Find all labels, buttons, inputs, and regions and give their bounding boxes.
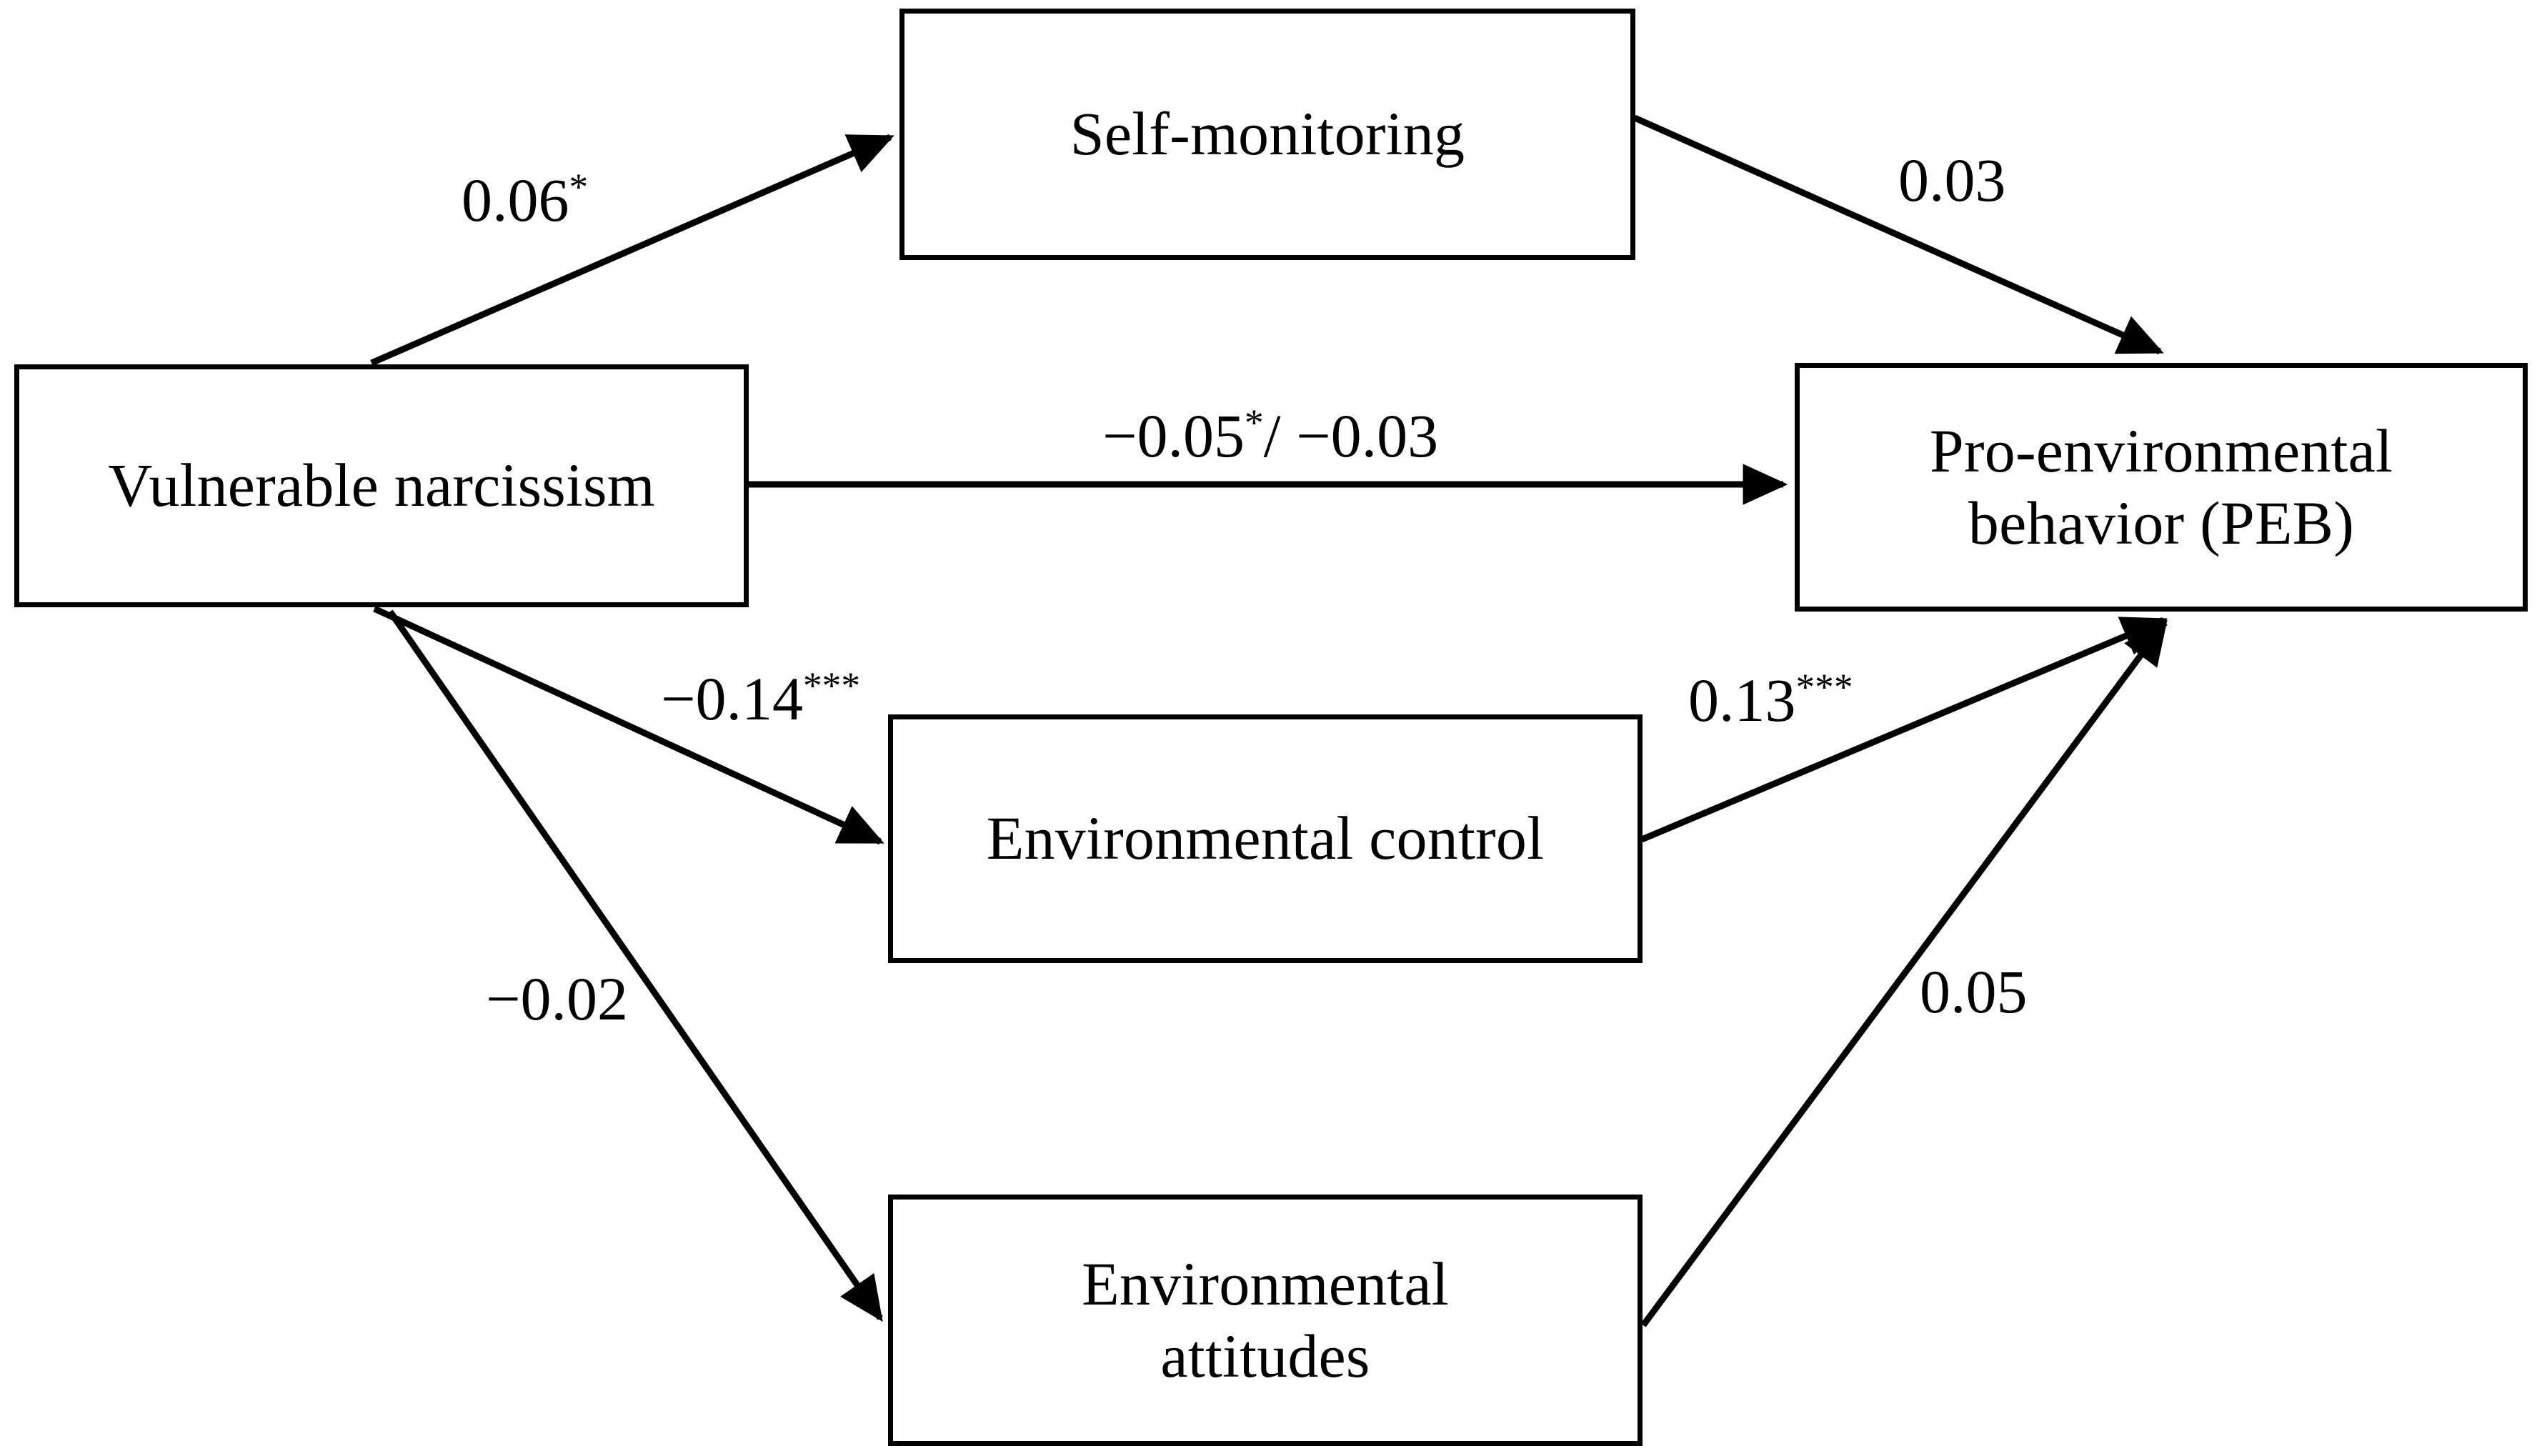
node-vulnerable-narcissism[interactable]: Vulnerable narcissism	[14, 364, 749, 607]
edge-label-vn-to-peb-direct-significance: *	[1245, 401, 1264, 444]
edge-label-vn-to-ec-value: −0.14	[661, 664, 804, 733]
edge-label-vn-to-peb-direct-value1: −0.05	[1102, 402, 1245, 470]
node-environmental-control[interactable]: Environmental control	[888, 714, 1643, 963]
node-label-peb-line1: Pro-environmental	[1929, 416, 2393, 485]
node-label-self-monitoring: Self-monitoring	[1070, 99, 1465, 169]
edge-ec-to-peb	[1640, 617, 2168, 843]
edge-label-ea-to-peb: 0.05	[1920, 956, 2028, 1027]
edge-label-sm-to-peb-value: 0.03	[1898, 146, 2006, 214]
edge-vn-to-sm	[370, 134, 894, 367]
node-label-environmental-attitudes-line1: Environmental	[1082, 1249, 1449, 1318]
edge-label-vn-to-peb-direct-value2: / −0.03	[1263, 402, 1439, 470]
edge-label-vn-to-sm-value: 0.06	[462, 166, 569, 234]
edge-label-vn-to-peb-direct: −0.05*/ −0.03	[1102, 400, 1438, 472]
edge-label-vn-to-ec-significance: ***	[803, 664, 860, 707]
edge-label-ec-to-peb-significance: ***	[1795, 665, 1853, 709]
edge-label-vn-to-ea: −0.02	[486, 963, 628, 1034]
node-label-vulnerable-narcissism: Vulnerable narcissism	[108, 451, 655, 520]
edge-label-vn-to-ec: −0.14***	[661, 663, 860, 734]
edge-label-vn-to-sm-significance: *	[569, 165, 589, 209]
edge-label-ec-to-peb: 0.13***	[1688, 664, 1853, 736]
edge-label-vn-to-ea-value: −0.02	[486, 964, 629, 1033]
edge-label-ea-to-peb-value: 0.05	[1920, 957, 2028, 1026]
edge-vn-to-ea	[387, 609, 883, 1322]
edge-label-sm-to-peb: 0.03	[1898, 144, 2006, 216]
edge-ea-to-peb	[1640, 619, 2168, 1327]
node-label-pro-environmental-behavior: Pro-environmental behavior (PEB)	[1917, 415, 2406, 560]
edge-vn-to-ec	[373, 605, 884, 845]
edge-sm-to-peb	[1633, 114, 2164, 355]
edge-label-ec-to-peb-value: 0.13	[1688, 666, 1796, 734]
node-label-environmental-attitudes: Environmental attitudes	[1069, 1248, 1462, 1393]
node-self-monitoring[interactable]: Self-monitoring	[899, 9, 1635, 260]
node-label-environmental-control: Environmental control	[986, 804, 1545, 873]
node-environmental-attitudes[interactable]: Environmental attitudes	[888, 1195, 1643, 1446]
node-label-environmental-attitudes-line2: attitudes	[1160, 1322, 1370, 1390]
node-pro-environmental-behavior[interactable]: Pro-environmental behavior (PEB)	[1795, 363, 2528, 612]
edge-label-vn-to-sm: 0.06*	[462, 164, 588, 236]
node-label-peb-line2: behavior (PEB)	[1968, 489, 2355, 557]
